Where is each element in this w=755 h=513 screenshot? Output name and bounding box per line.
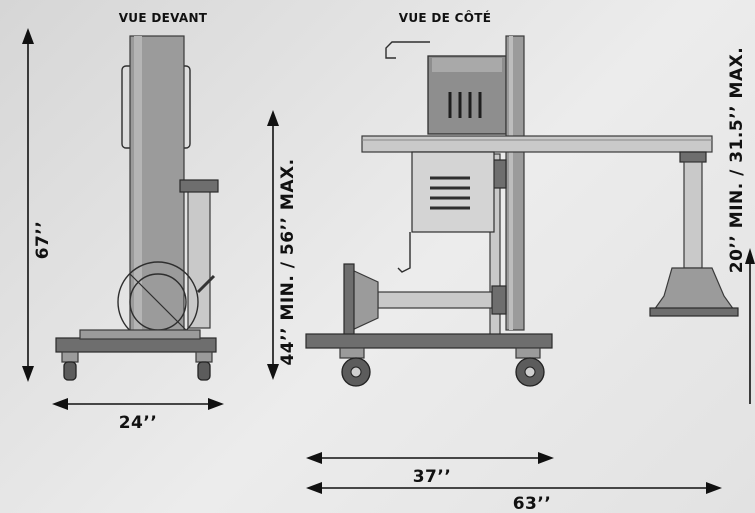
front-lever bbox=[196, 274, 216, 294]
front-post-cap bbox=[179, 179, 219, 193]
width-label: 24’’ bbox=[119, 413, 158, 433]
arm-column bbox=[683, 161, 703, 269]
side-mast-highlight bbox=[509, 36, 513, 330]
total-height-label: 67’’ bbox=[33, 221, 53, 260]
arrow-head-left bbox=[306, 482, 322, 494]
side-top-hook bbox=[385, 41, 430, 59]
total-depth-label: 63’’ bbox=[513, 494, 552, 513]
arm-end-cap bbox=[679, 151, 707, 163]
front-wheel-spoke bbox=[129, 273, 187, 331]
arrow-head-down bbox=[22, 366, 34, 382]
base-depth-dimension bbox=[306, 452, 554, 464]
width-dimension-front bbox=[52, 398, 224, 410]
height-dimension-front bbox=[22, 28, 34, 382]
spindle-plate bbox=[343, 263, 355, 337]
side-view-title: VUE DE CÔTÉ bbox=[399, 10, 491, 25]
side-top-box-lid bbox=[432, 58, 502, 72]
arm-foot-pad bbox=[649, 307, 739, 317]
arrow-head-left bbox=[306, 452, 322, 464]
side-horizontal-arm bbox=[361, 135, 713, 153]
base-depth-label: 37’’ bbox=[413, 467, 452, 487]
height-range-dimension-side bbox=[267, 110, 279, 380]
arrow-head-down bbox=[267, 364, 279, 380]
front-view-machine bbox=[55, 35, 219, 381]
side-caster-mount-left bbox=[339, 347, 365, 359]
total-depth-dimension bbox=[306, 482, 722, 494]
side-caster-right-hub bbox=[524, 366, 536, 378]
front-column-highlight bbox=[134, 36, 142, 332]
arrow-head-up bbox=[745, 248, 755, 264]
arrow-head-right bbox=[538, 452, 554, 464]
side-spindle bbox=[377, 291, 497, 309]
front-view-title: VUE DEVANT bbox=[119, 11, 208, 25]
front-caster-mount-right bbox=[195, 351, 213, 363]
side-lower-box bbox=[411, 151, 495, 233]
front-base-plate bbox=[79, 329, 201, 340]
arrow-head-right bbox=[706, 482, 722, 494]
side-caster-left-hub bbox=[350, 366, 362, 378]
arrow-head-right bbox=[208, 398, 224, 410]
arrow-head-up bbox=[22, 28, 34, 44]
front-caster-left bbox=[63, 361, 77, 381]
side-mast bbox=[505, 35, 525, 331]
front-side-post bbox=[187, 189, 211, 329]
arm-height-range-dimension bbox=[745, 248, 755, 404]
front-caster-mount-left bbox=[61, 351, 79, 363]
front-caster-right bbox=[197, 361, 211, 381]
side-view-machine bbox=[305, 35, 739, 387]
side-caster-mount-right bbox=[515, 347, 541, 359]
arrow-head-up bbox=[267, 110, 279, 126]
arm-foot-bell bbox=[652, 267, 736, 311]
spindle-head bbox=[351, 269, 379, 331]
side-height-range-label: 44’’ MIN. / 56’’ MAX. bbox=[278, 158, 298, 365]
arm-height-range-label: 20’’ MIN. / 31.5’’ MAX. bbox=[727, 47, 747, 273]
side-base bbox=[305, 333, 553, 349]
spindle-collar bbox=[491, 285, 507, 315]
side-lower-hook bbox=[397, 232, 411, 273]
arrow-head-left bbox=[52, 398, 68, 410]
front-base bbox=[55, 337, 217, 353]
